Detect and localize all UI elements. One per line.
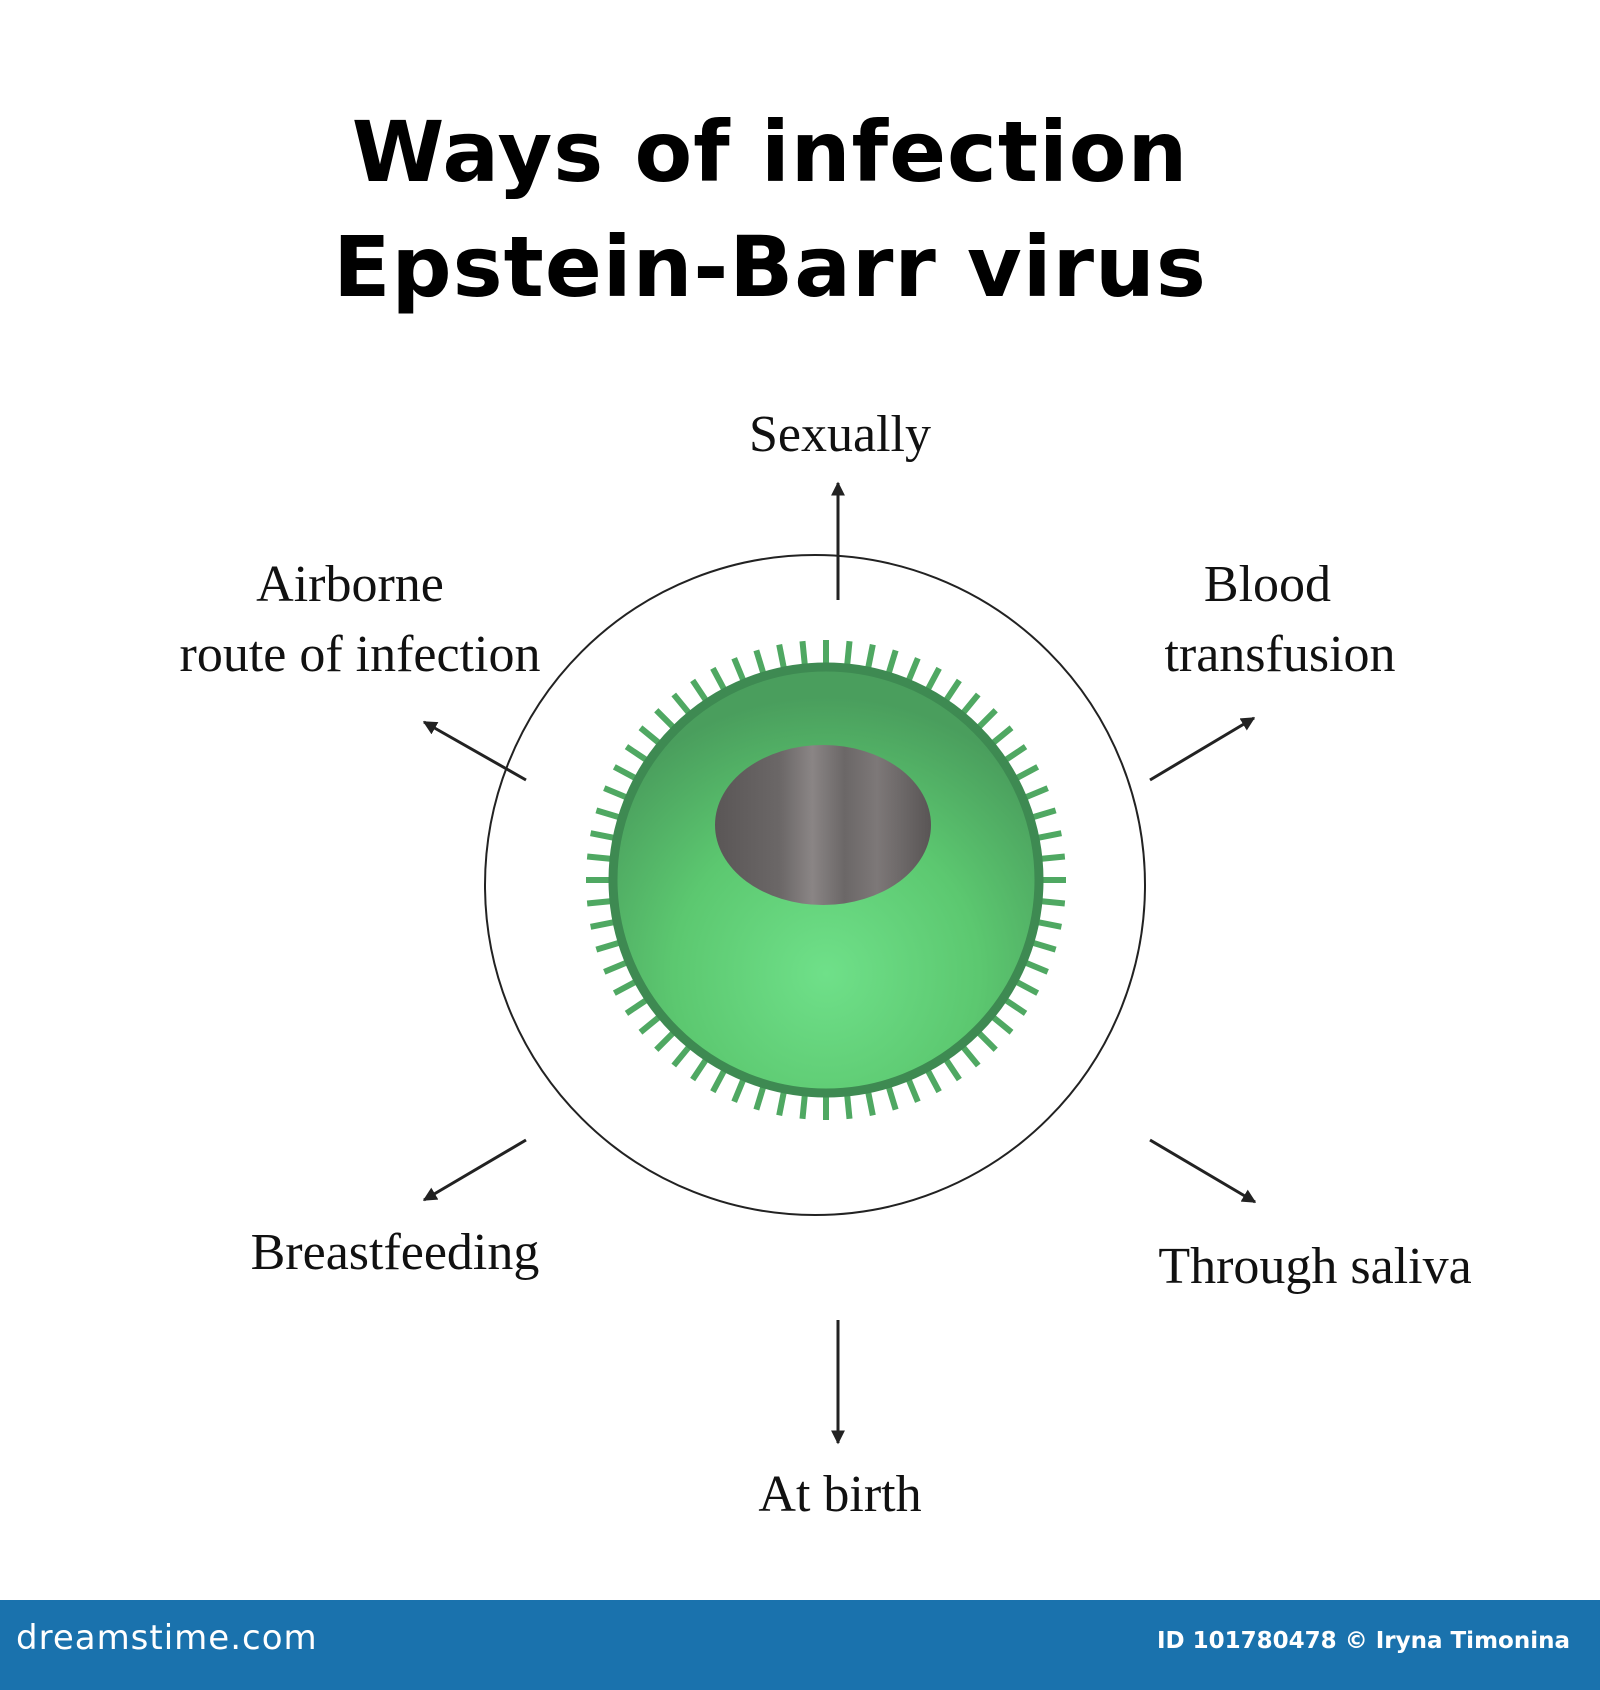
virus-spike xyxy=(638,1012,664,1035)
label-airborne: Airborne route of infection xyxy=(150,550,570,690)
label-sexually-text: Sexually xyxy=(749,406,931,463)
label-airborne-line2: route of infection xyxy=(179,626,541,683)
watermark-credit: ID 101780478 © Iryna Timonina xyxy=(1157,1628,1570,1654)
label-breastfeeding: Breastfeeding xyxy=(220,1218,570,1288)
label-sexually: Sexually xyxy=(690,400,990,470)
label-saliva: Through saliva xyxy=(1130,1232,1500,1302)
virus-spike xyxy=(941,678,962,705)
title-line-1: Ways of infection xyxy=(351,103,1189,201)
virus-spike xyxy=(638,725,664,748)
virus-spike xyxy=(671,1042,694,1068)
watermark-bar: dreamstime.com ID 101780478 © Iryna Timo… xyxy=(0,1600,1600,1690)
label-blood: Blood transfusion xyxy=(1130,550,1430,690)
label-birth-text: At birth xyxy=(758,1466,922,1523)
outer-ring xyxy=(484,554,1146,1216)
virus-spike xyxy=(671,692,694,718)
label-blood-line2: transfusion xyxy=(1164,626,1396,683)
virus-spike xyxy=(974,708,998,732)
virus-spike xyxy=(958,1042,981,1068)
virus-spike xyxy=(586,897,615,907)
virus-spike xyxy=(988,1012,1014,1035)
virus-nucleus xyxy=(715,745,931,905)
virus-spike xyxy=(624,995,651,1016)
virus-spike xyxy=(958,692,981,718)
virus-spike xyxy=(654,708,678,732)
arrow-blood xyxy=(1149,716,1256,782)
virus-diagram xyxy=(422,481,1257,1445)
label-birth: At birth xyxy=(690,1460,990,1530)
virus-spike xyxy=(904,1075,921,1103)
virus-spike xyxy=(988,725,1014,748)
virus-spike xyxy=(1001,995,1028,1016)
watermark-logo: dreamstime.com xyxy=(16,1618,318,1658)
virus-spike xyxy=(624,744,651,765)
virus-spike xyxy=(974,1028,998,1052)
virus-spike xyxy=(654,1028,678,1052)
arrow-airborne xyxy=(422,720,527,782)
title-line-2: Epstein-Barr virus xyxy=(333,218,1207,316)
arrow-breastfeeding xyxy=(422,1138,527,1202)
label-airborne-line1: Airborne xyxy=(256,556,444,613)
label-blood-line1: Blood xyxy=(1203,556,1332,613)
virus-spike xyxy=(690,678,711,705)
virus-spike xyxy=(1001,744,1028,765)
label-breastfeeding-text: Breastfeeding xyxy=(250,1224,540,1281)
virus-spike xyxy=(731,1075,748,1103)
label-saliva-text: Through saliva xyxy=(1158,1238,1472,1295)
arrow-saliva xyxy=(1149,1138,1257,1204)
virus-spike xyxy=(586,853,615,863)
virus-spike xyxy=(799,640,809,669)
virus-spike xyxy=(843,640,853,669)
